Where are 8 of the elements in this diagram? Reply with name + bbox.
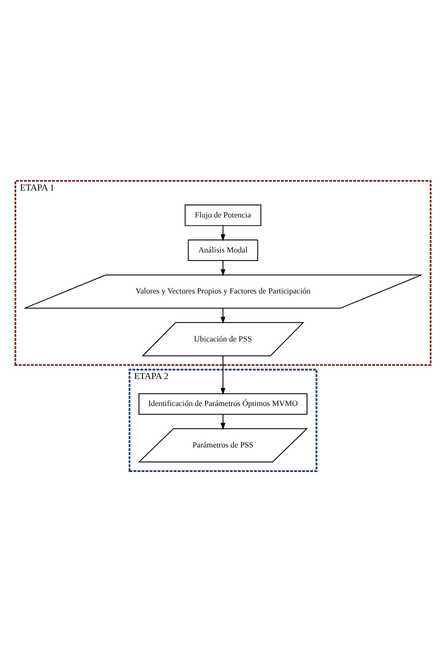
arrow	[220, 224, 226, 241]
node-box: Identificación de Parámetros Óptimos MVMO	[138, 392, 308, 414]
arrow	[220, 260, 226, 276]
node-box: Flujo de Potencia	[184, 204, 262, 226]
arrow	[220, 414, 226, 430]
arrow	[220, 354, 226, 394]
node-box: Análisis Modal	[188, 239, 258, 261]
arrow	[220, 307, 226, 324]
